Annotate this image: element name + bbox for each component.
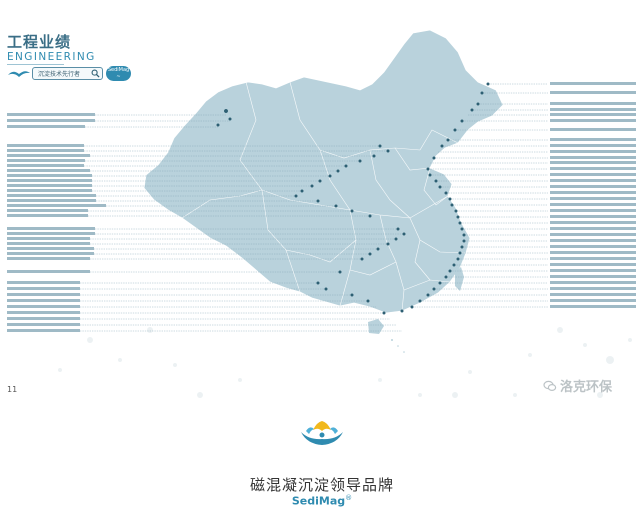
- pin-icon: [440, 144, 444, 148]
- hainan-island-shape: [368, 319, 384, 334]
- china-mainland-shape: [143, 29, 504, 314]
- pin-icon: [454, 209, 458, 213]
- splash-background: [58, 327, 632, 398]
- pin-icon: [216, 123, 220, 127]
- pin-icon: [426, 293, 430, 297]
- south-sea-islands: [391, 339, 405, 353]
- pin-icon: [456, 215, 460, 219]
- pin-icon: [476, 102, 480, 106]
- pin-icon: [402, 232, 406, 236]
- pin-icon: [224, 109, 229, 116]
- pin-icon: [462, 239, 466, 243]
- pin-icon: [432, 156, 436, 160]
- pin-icon: [444, 275, 448, 279]
- pin-icon: [434, 179, 438, 183]
- pin-icon: [458, 251, 462, 255]
- pin-icon: [338, 270, 342, 274]
- search-icon[interactable]: [91, 69, 100, 78]
- pin-icon: [376, 247, 380, 251]
- pin-icon: [458, 221, 462, 225]
- search-text: 沉淀技术先行者: [38, 71, 81, 78]
- pin-icon: [316, 199, 320, 203]
- pin-icon: [448, 269, 452, 273]
- pin-icon: [360, 257, 364, 261]
- pin-icon: [386, 149, 390, 153]
- pin-icon: [460, 245, 464, 249]
- pin-icon: [486, 82, 490, 86]
- left-leader-lines: [80, 114, 404, 332]
- pin-icon: [336, 169, 340, 173]
- province-borders: [181, 81, 467, 312]
- title-divider: [7, 64, 64, 65]
- pin-icon: [316, 281, 320, 285]
- pin-icon: [394, 237, 398, 241]
- pin-icon: [310, 184, 314, 188]
- pin-icon: [366, 299, 370, 303]
- pin-icon: [418, 299, 422, 303]
- taiwan-island-shape: [455, 267, 464, 291]
- badge-wave: ~: [116, 74, 121, 80]
- pin-icon: [386, 242, 390, 246]
- footer-brand: SediMag®: [0, 494, 644, 508]
- pin-icon: [450, 203, 454, 207]
- footer-slogan: 磁混凝沉淀领导品牌: [249, 476, 394, 494]
- page-subtitle: ENGINEERING: [7, 51, 96, 63]
- pin-icon: [426, 167, 430, 171]
- pin-icon: [428, 173, 432, 177]
- pin-icon: [368, 214, 372, 218]
- pin-icon: [438, 281, 442, 285]
- pin-icon: [396, 227, 400, 231]
- right-leader-lines: [412, 83, 548, 308]
- pin-icon: [438, 185, 442, 189]
- wechat-icon: [543, 380, 557, 391]
- pin-icon: [350, 293, 354, 297]
- pin-icon: [432, 287, 436, 291]
- page-number: 11: [7, 385, 18, 394]
- registered-mark: ®: [345, 494, 353, 502]
- pin-icon: [456, 257, 460, 261]
- pin-icon: [444, 191, 448, 195]
- watermark-text: 洛克环保: [560, 380, 613, 395]
- pin-icon: [378, 144, 382, 148]
- footer-brand-name: SediMag: [291, 494, 346, 508]
- pin-icon: [358, 159, 362, 163]
- page-title: 工程业绩: [7, 33, 72, 51]
- pin-icon: [294, 194, 298, 198]
- wechat-watermark: 洛克环保: [543, 376, 612, 395]
- search-box[interactable]: 沉淀技术先行者: [32, 67, 103, 80]
- project-location-pins: [216, 82, 490, 315]
- pin-icon: [460, 227, 464, 231]
- water-splash-logo: [301, 421, 343, 445]
- pin-icon: [324, 287, 328, 291]
- left-project-labels: [7, 113, 106, 332]
- pin-icon: [228, 117, 232, 121]
- pin-icon: [344, 164, 348, 168]
- pin-icon: [372, 154, 376, 158]
- pin-icon: [328, 174, 332, 178]
- pin-icon: [410, 305, 414, 309]
- pin-icon: [318, 179, 322, 183]
- right-project-labels: [550, 82, 636, 308]
- pin-icon: [453, 128, 457, 132]
- pin-icon: [350, 209, 354, 213]
- badge-brand: SediMag: [107, 67, 130, 73]
- pin-icon: [470, 108, 474, 112]
- sedimag-badge: SediMag ~: [106, 66, 131, 81]
- pin-icon: [460, 119, 464, 123]
- pin-icon: [446, 138, 450, 142]
- pin-icon: [300, 189, 304, 193]
- bird-icon: [8, 71, 30, 77]
- pin-icon: [448, 197, 452, 201]
- pin-icon: [452, 263, 456, 267]
- pin-icon: [382, 311, 386, 315]
- pin-icon: [400, 309, 404, 313]
- pin-icon: [334, 204, 338, 208]
- pin-icon: [462, 233, 466, 237]
- pin-icon: [480, 91, 484, 95]
- pin-icon: [368, 252, 372, 256]
